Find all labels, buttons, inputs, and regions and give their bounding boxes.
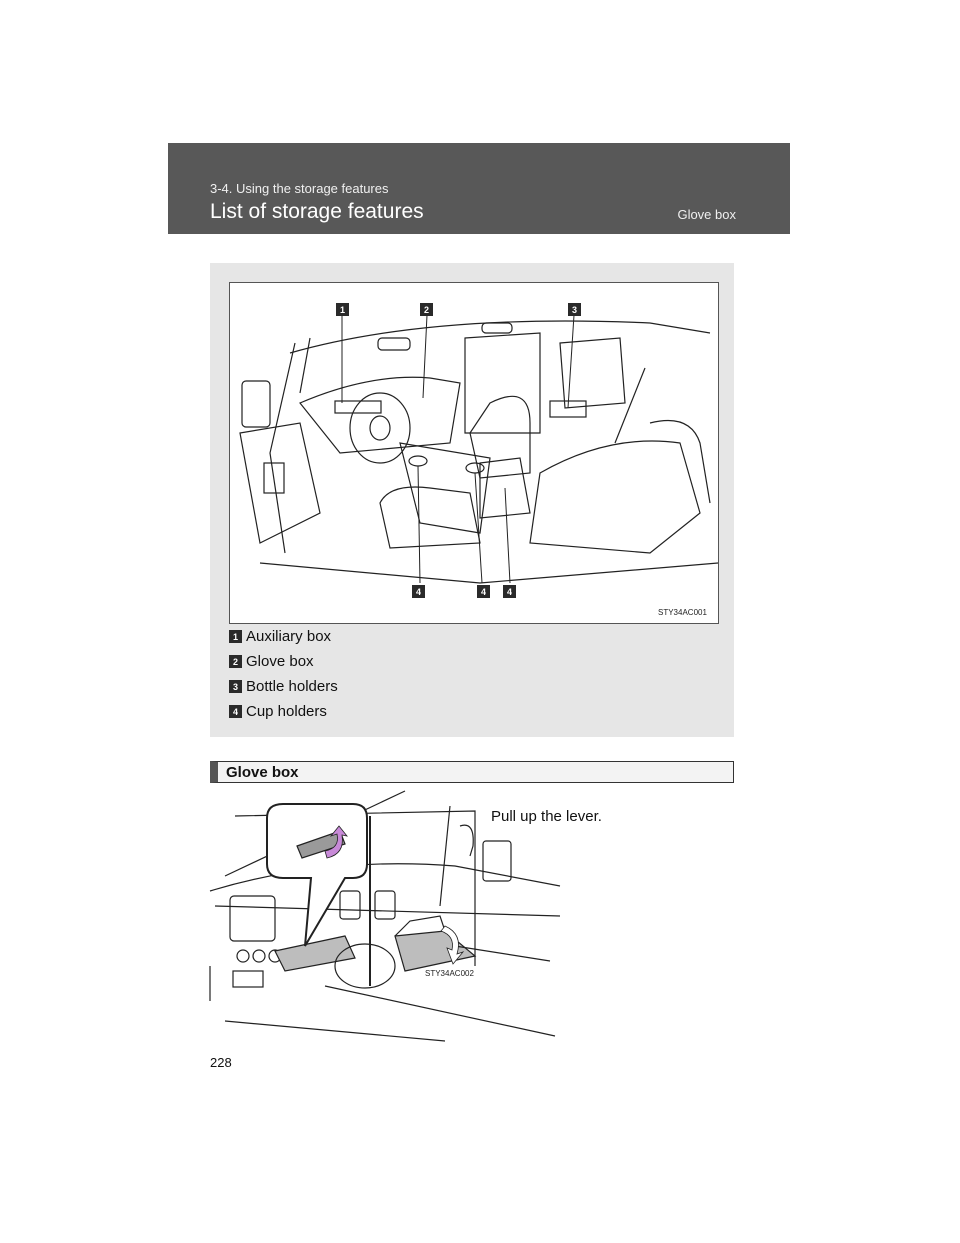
callout-4a-badge: 4	[412, 585, 425, 598]
overview-panel: STY34AC001 1 2 3 4 4 4 1 Auxiliary box 2…	[210, 263, 734, 737]
page-number: 228	[210, 1055, 232, 1070]
legend-item: 2 Glove box	[229, 649, 338, 674]
section-title: Glove box	[226, 764, 299, 781]
legend-label: Bottle holders	[246, 678, 338, 695]
callout-1-badge: 1	[336, 303, 349, 316]
section-heading: Glove box	[210, 761, 734, 783]
interior-illustration: STY34AC001 1 2 3 4 4 4	[229, 282, 719, 624]
legend-number-badge: 1	[229, 630, 242, 643]
section-label: 3-4. Using the storage features	[210, 181, 389, 196]
callout-2-badge: 2	[420, 303, 433, 316]
legend-item: 4 Cup holders	[229, 699, 338, 724]
legend-label: Cup holders	[246, 703, 327, 720]
legend-number-badge: 2	[229, 655, 242, 668]
tab-label: Glove box	[677, 207, 736, 222]
page-title: List of storage features	[210, 200, 424, 223]
legend-item: 3 Bottle holders	[229, 674, 338, 699]
legend-number-badge: 3	[229, 680, 242, 693]
lift-arrow-icon	[324, 825, 348, 859]
legend-list: 1 Auxiliary box 2 Glove box 3 Bottle hol…	[229, 624, 338, 724]
legend-label: Auxiliary box	[246, 628, 332, 645]
glove-box-drawing: STY34AC002	[209, 790, 561, 1042]
figure-code: STY34AC002	[425, 969, 474, 978]
callout-3-badge: 3	[568, 303, 581, 316]
figure-code: STY34AC001	[658, 608, 707, 617]
legend-item: 1 Auxiliary box	[229, 624, 338, 649]
interior-drawing: STY34AC001	[239, 314, 719, 617]
legend-number-badge: 4	[229, 705, 242, 718]
instruction-text: Pull up the lever.	[491, 808, 602, 825]
open-arrow-icon	[440, 925, 465, 965]
page-header: 3-4. Using the storage features List of …	[168, 143, 790, 234]
glove-box-illustration: STY34AC002	[205, 786, 565, 1046]
callout-4c-badge: 4	[503, 585, 516, 598]
callout-4b-badge: 4	[477, 585, 490, 598]
legend-label: Glove box	[246, 653, 314, 670]
